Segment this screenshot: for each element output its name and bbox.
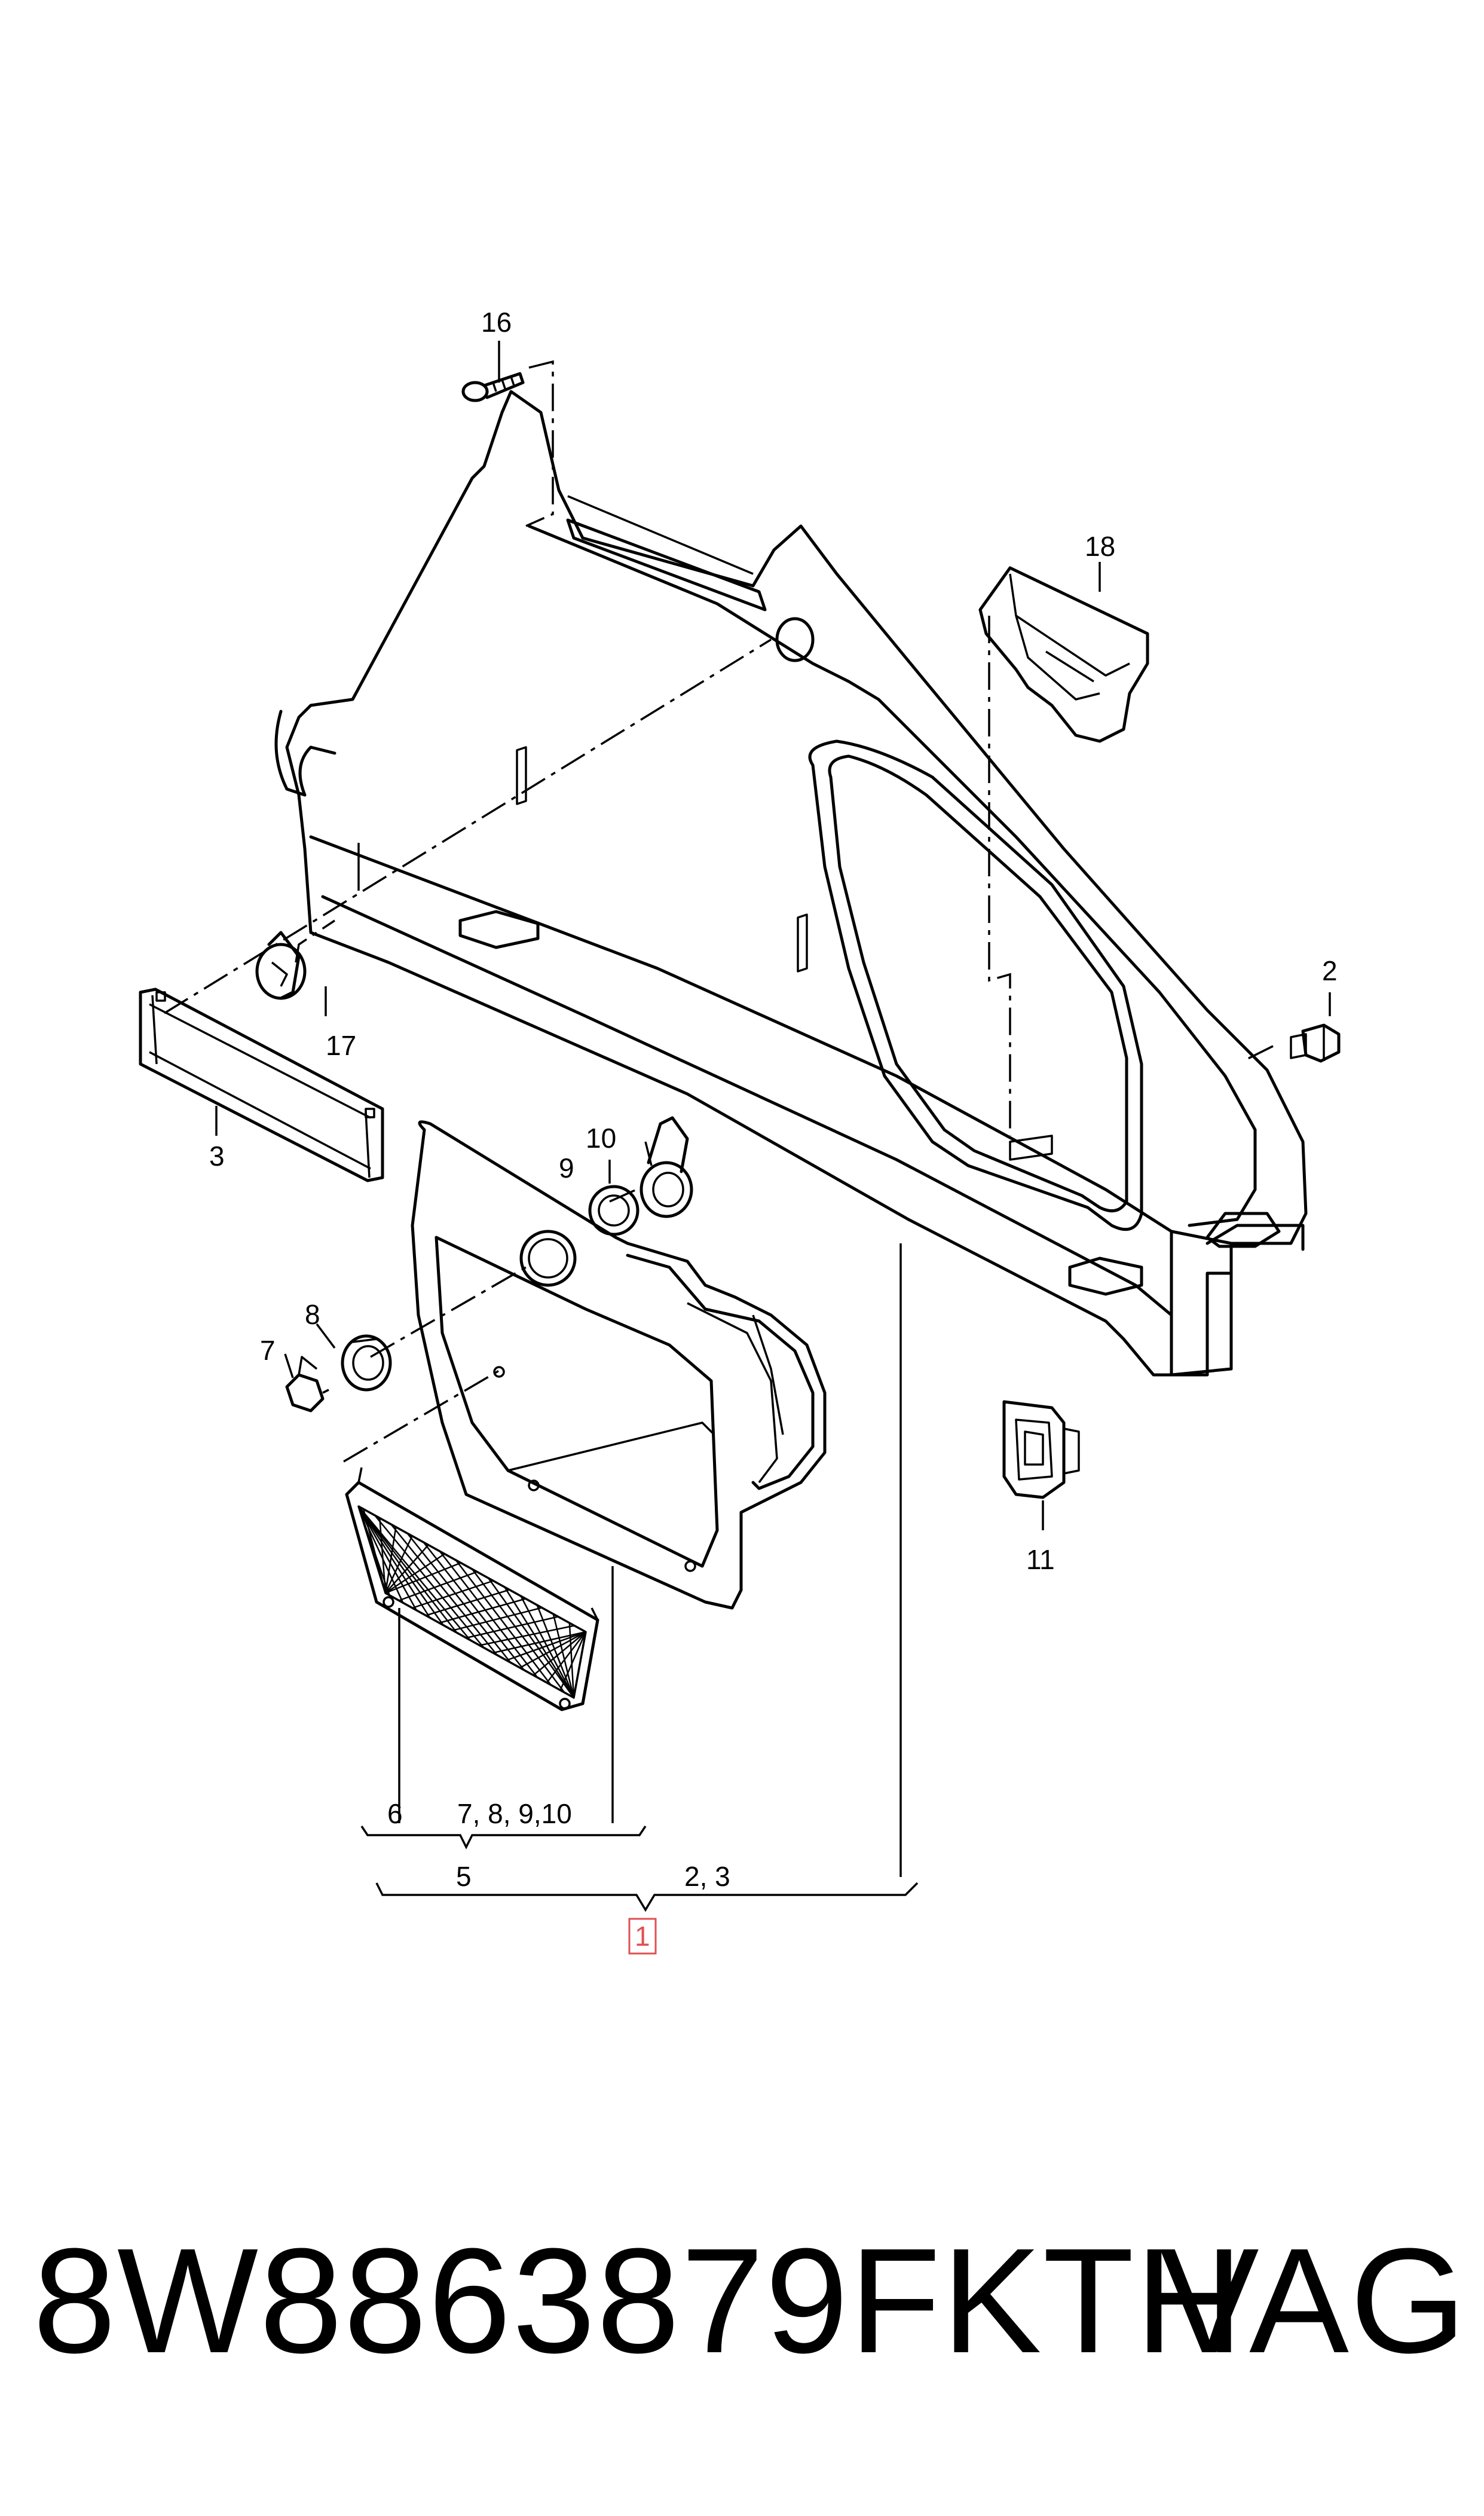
net-strand	[573, 1631, 587, 1698]
net-strand	[439, 1551, 538, 1679]
net-strand	[406, 1533, 512, 1664]
net-strand	[552, 1613, 575, 1698]
net-strand	[439, 1598, 526, 1624]
part-5-compartment	[411, 1120, 827, 1610]
net-strand	[455, 1560, 552, 1686]
part-3-strip	[139, 988, 384, 1182]
callout-8: 8	[305, 1299, 320, 1330]
net-strand	[423, 1542, 525, 1671]
net-strand	[479, 1625, 575, 1646]
part-11-hook	[1002, 1400, 1080, 1499]
net-strand	[546, 1631, 586, 1683]
part-16-screw	[461, 372, 525, 402]
group-braces	[360, 1826, 919, 1912]
part-8-grommet	[341, 1334, 392, 1392]
callout-2: 2	[1322, 955, 1338, 986]
net-strand	[412, 1580, 494, 1609]
callout-18: 18	[1085, 531, 1115, 562]
callout-10: 10	[586, 1123, 616, 1154]
group-label-2-3: 2, 3	[684, 1861, 730, 1892]
part-7-plug	[285, 1356, 329, 1413]
part-18-bracket	[978, 566, 1149, 743]
callout-11: 11	[1026, 1544, 1055, 1575]
net-strand	[568, 1622, 575, 1698]
net-strand	[357, 1506, 444, 1626]
net-strand	[452, 1607, 543, 1631]
dash-leaders	[164, 360, 1274, 1463]
net-strand	[357, 1506, 417, 1611]
part-10-clip	[640, 1116, 693, 1218]
net-strand	[471, 1569, 565, 1693]
callout-16: 16	[481, 307, 512, 338]
net-strand	[536, 1604, 575, 1698]
callout-17: 17	[326, 1030, 356, 1061]
brand: VAG	[1159, 2217, 1467, 2384]
part-2-clip	[1290, 1023, 1341, 1063]
callout-7: 7	[260, 1335, 276, 1366]
callout-labels: 16 18 2 17 3 10 9 8 7 11 6 7, 8, 9,10 5 …	[209, 307, 1338, 1955]
net-strand	[559, 1631, 587, 1690]
net-strand	[357, 1506, 431, 1618]
part-6-net	[345, 1467, 599, 1711]
net-strand	[533, 1631, 586, 1676]
group-label-6: 6	[387, 1798, 403, 1829]
net-strand	[358, 1506, 458, 1634]
callout-3: 3	[209, 1141, 225, 1172]
part-9-ring	[588, 1185, 640, 1236]
part-number: 8W8863879FKTH	[33, 2217, 1244, 2384]
net-strand	[426, 1589, 510, 1616]
net-strand	[374, 1515, 485, 1649]
callout-leaders	[215, 341, 1331, 1877]
group-label-7-10: 7, 8, 9,10	[457, 1798, 572, 1829]
net-strand	[390, 1524, 498, 1656]
side-trim-panel	[274, 390, 1308, 1377]
net-strand	[399, 1571, 478, 1601]
net-strand	[504, 1586, 575, 1698]
net-strand	[385, 1562, 461, 1594]
net-strand	[488, 1578, 575, 1698]
callout-9: 9	[559, 1152, 574, 1184]
net-strand	[358, 1506, 471, 1641]
net-strand	[519, 1631, 586, 1669]
callout-1-box	[628, 1918, 657, 1955]
group-label-5: 5	[456, 1861, 472, 1892]
net-strand	[379, 1518, 387, 1594]
part-17-clip	[255, 931, 307, 1000]
callout-1: 1	[635, 1921, 650, 1952]
